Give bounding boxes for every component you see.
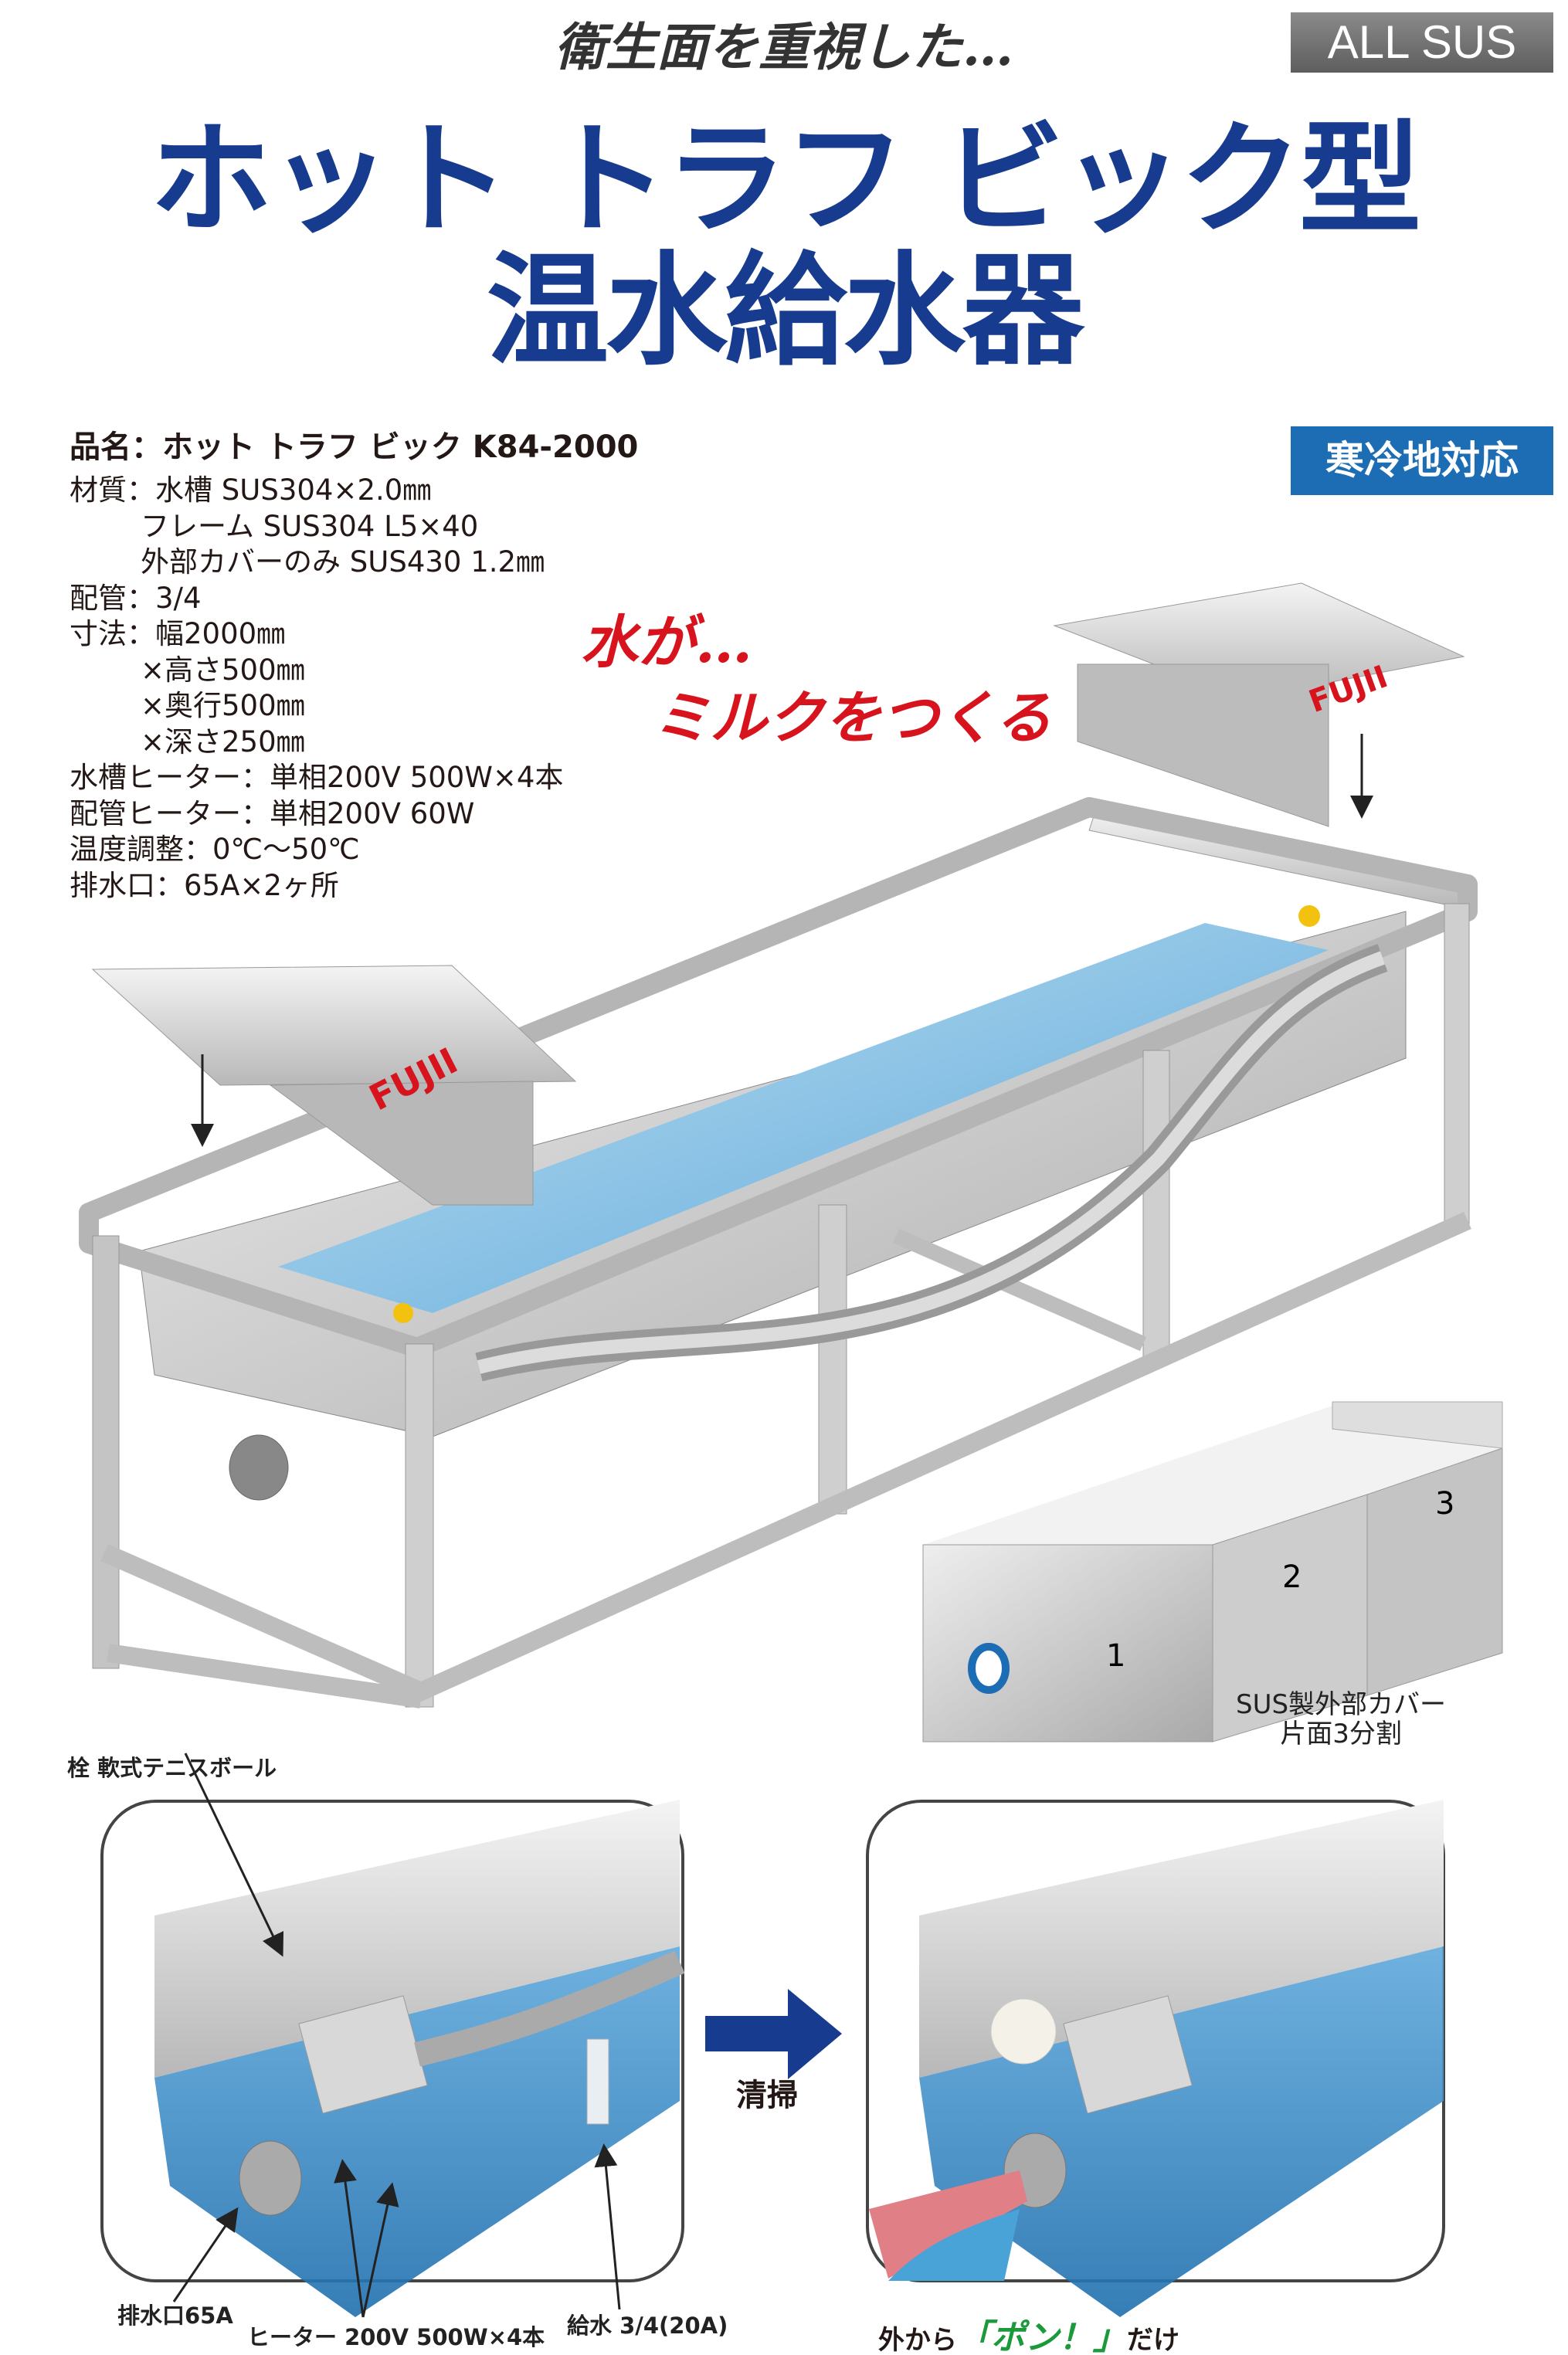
page-title-line1: ホット トラフ ビック型 xyxy=(149,109,1421,251)
product-name: 品名：ホット トラフ ビック K84-2000 xyxy=(70,429,639,465)
cover-panel-2: 2 xyxy=(1282,1559,1302,1595)
callout-drain: 排水口65A xyxy=(117,2302,233,2329)
spec-depth: ×奥行500㎜ xyxy=(141,689,305,722)
left-lid-illustration: FUJII xyxy=(91,965,577,1206)
right-arrow-icon xyxy=(705,1989,842,2079)
spec-width: 寸法：幅2000㎜ xyxy=(70,617,286,650)
pon-highlight: 「ポン！」 xyxy=(957,2318,1127,2355)
spec-deep: ×深さ250㎜ xyxy=(141,724,305,758)
cover-caption-line1: SUS製外部カバー xyxy=(1236,1689,1447,1720)
cover-panel-3: 3 xyxy=(1435,1486,1454,1522)
callout-plug: 栓 軟式テニスボール xyxy=(67,1755,277,1781)
pon-suffix: だけ xyxy=(1127,2325,1179,2355)
right-lid-illustration: FUJII xyxy=(1053,582,1465,827)
tagline: 衛生面を重視した… xyxy=(555,17,1013,77)
pon-prefix: 外から xyxy=(878,2325,957,2355)
spec-frame: フレーム SUS304 L5×40 xyxy=(141,509,479,543)
page-title-line2: 温水給水器 xyxy=(487,240,1084,382)
callout-heater: ヒーター 200V 500W×4本 xyxy=(247,2324,545,2350)
spec-material: 材質：水槽 SUS304×2.0㎜ xyxy=(70,473,432,507)
cover-caption: SUS製外部カバー 片面3分割 xyxy=(1236,1690,1446,1749)
callout-supply: 給水 3/4(20A) xyxy=(567,2313,728,2339)
catchphrase-line2: ミルクをつくる xyxy=(653,685,1052,752)
spec-cover: 外部カバーのみ SUS430 1.2㎜ xyxy=(141,545,545,579)
callout-pon: 外から「ポン！」だけ xyxy=(878,2309,1179,2355)
spec-piping: 配管：3/4 xyxy=(70,581,202,615)
callout-clean: 清掃 xyxy=(736,2078,798,2113)
spec-drain: 排水口：65A×2ヶ所 xyxy=(70,868,339,902)
drain-detail-panel-left xyxy=(100,1753,685,2318)
all-sus-badge: ALL SUS xyxy=(1291,12,1553,73)
cover-caption-line2: 片面3分割 xyxy=(1280,1719,1402,1749)
drain-detail-panel-right xyxy=(866,1800,1445,2317)
outer-cover-illustration xyxy=(922,1401,1503,1742)
catchphrase-line1: 水が… xyxy=(581,609,752,676)
spec-tank-heater: 水槽ヒーター：単相200V 500W×4本 xyxy=(70,761,564,794)
spec-temperature: 温度調整：0℃〜50℃ xyxy=(70,833,360,866)
main-trough-illustration xyxy=(79,797,1478,1709)
cold-region-badge: 寒冷地対応 xyxy=(1291,426,1553,495)
spec-height: ×高さ500㎜ xyxy=(141,653,305,687)
spec-list: 材質：水槽 SUS304×2.0㎜ フレーム SUS304 L5×40 外部カバ… xyxy=(70,473,563,904)
spec-pipe-heater: 配管ヒーター：単相200V 60W xyxy=(70,796,475,830)
cover-panel-1: 1 xyxy=(1106,1638,1125,1674)
